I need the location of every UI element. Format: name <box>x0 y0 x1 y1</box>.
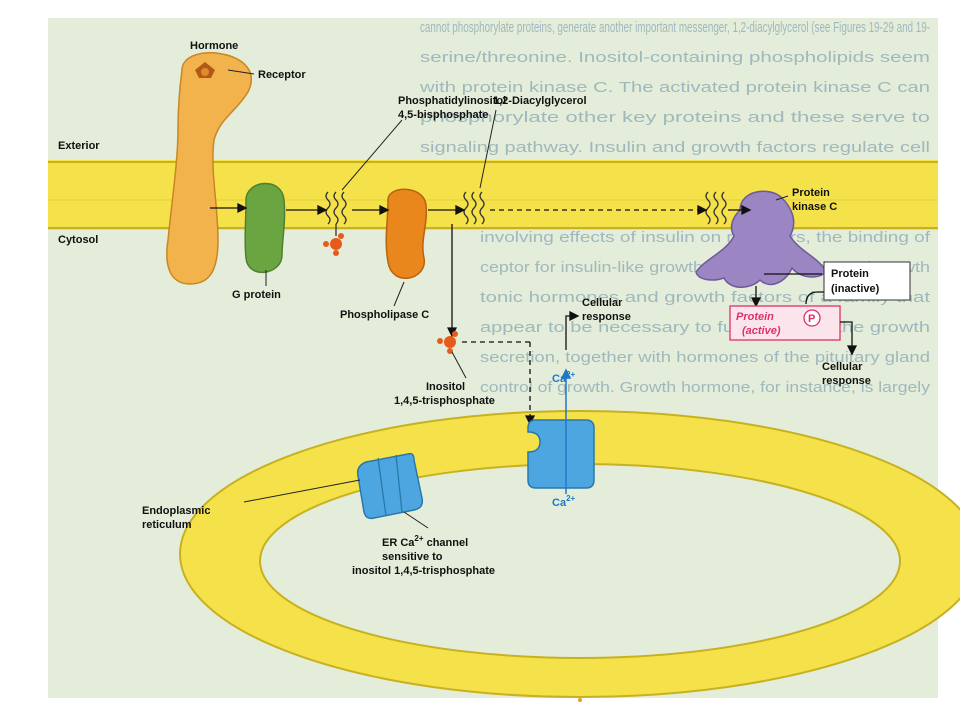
dag-label: 1,2-Diacylglycerol <box>493 95 587 107</box>
er-ca-channel-right <box>527 419 595 489</box>
g-protein-label: G protein <box>232 289 281 301</box>
background-text-line: secretion, together with hormones of the… <box>480 349 930 366</box>
ca-bottom-label: Ca2+ <box>552 494 576 509</box>
ip3-label-line1: Inositol <box>426 381 465 393</box>
pkc-label-line1: Protein <box>792 187 830 199</box>
er-channel-label-line1: ER Ca2+ channel <box>382 534 468 549</box>
ca-top-label: Ca2+ <box>552 370 576 385</box>
active-to-response-arrow <box>840 321 858 356</box>
exterior-label: Exterior <box>58 140 100 152</box>
dag-lipid-left <box>463 191 485 225</box>
hormone-label: Hormone <box>190 40 238 52</box>
phospholipase-c-label: Phospholipase C <box>340 309 429 321</box>
er-label-line2: reticulum <box>142 519 192 531</box>
background-text-line: control of growth. Growth hormone, for i… <box>480 379 931 396</box>
pip2-head-group <box>323 233 344 256</box>
er-label-line1: Endoplasmic <box>142 505 210 517</box>
background-text-line: cannot phosphorylate proteins, generate … <box>420 19 930 36</box>
protein-active-box <box>729 305 841 341</box>
er-channel-label-line2: sensitive to <box>382 551 443 563</box>
protein-kinase-c-shape <box>695 190 827 288</box>
er-ca-channel-left <box>356 452 424 520</box>
phosphate-label: P <box>808 313 815 325</box>
dag-lipid-right <box>705 191 727 225</box>
background-text-line: appear to be necessary to fully regulate… <box>480 319 930 336</box>
phosphate-circle <box>803 309 821 327</box>
background-text-line: signaling pathway. Insulin and growth fa… <box>420 139 930 156</box>
pathway-arrows <box>210 202 752 216</box>
protein-active-state: (active) <box>742 325 781 337</box>
protein-inactive-label-line2: (inactive) <box>831 283 880 295</box>
protein-active-label: Protein <box>736 311 774 323</box>
cellular-response-2-line1: Cellular <box>822 361 863 373</box>
cytosol-label: Cytosol <box>58 234 98 246</box>
ip3-molecule <box>437 331 458 354</box>
activation-arrow <box>805 291 824 305</box>
er-lumen <box>259 463 901 659</box>
ip3-label-line2: 1,4,5-trisphosphate <box>394 395 495 407</box>
background-text-line: involving effects of insulin on receptor… <box>480 229 931 246</box>
receptor-shape <box>166 51 253 285</box>
cellular-response-2-line2: response <box>822 375 871 387</box>
background-text-line: serine/threonine. Inositol-containing ph… <box>420 49 930 66</box>
background-text-line: phosphorylate other key proteins and the… <box>420 109 930 126</box>
receptor-label: Receptor <box>258 69 306 81</box>
pip2-lipid <box>325 191 347 236</box>
g-protein-shape <box>244 182 286 274</box>
stray-dot <box>578 698 582 702</box>
cellular-response-1-line1: Cellular <box>582 297 623 309</box>
leader-lines <box>227 69 789 529</box>
background-text-line: with protein kinase C. The activated pro… <box>419 79 930 96</box>
cellular-response-1-line2: response <box>582 311 631 323</box>
background-text-line: tonic hormones and growth factors of a f… <box>480 289 931 306</box>
protein-inactive-box <box>823 261 911 301</box>
pkc-to-protein-arrow <box>750 273 822 308</box>
er-channel-label-line3: inositol 1,4,5-trisphosphate <box>352 565 495 577</box>
pkc-label-line2: kinase C <box>792 201 837 213</box>
ca-release-arrow <box>560 368 572 494</box>
ca-to-response-arrow <box>565 310 580 350</box>
pip2-label-line2: 4,5-bisphosphate <box>398 109 488 121</box>
phospholipase-c-shape <box>385 188 428 279</box>
protein-inactive-label-line1: Protein <box>831 268 869 280</box>
pip2-label-line1: Phosphatidylinositol <box>398 95 506 107</box>
